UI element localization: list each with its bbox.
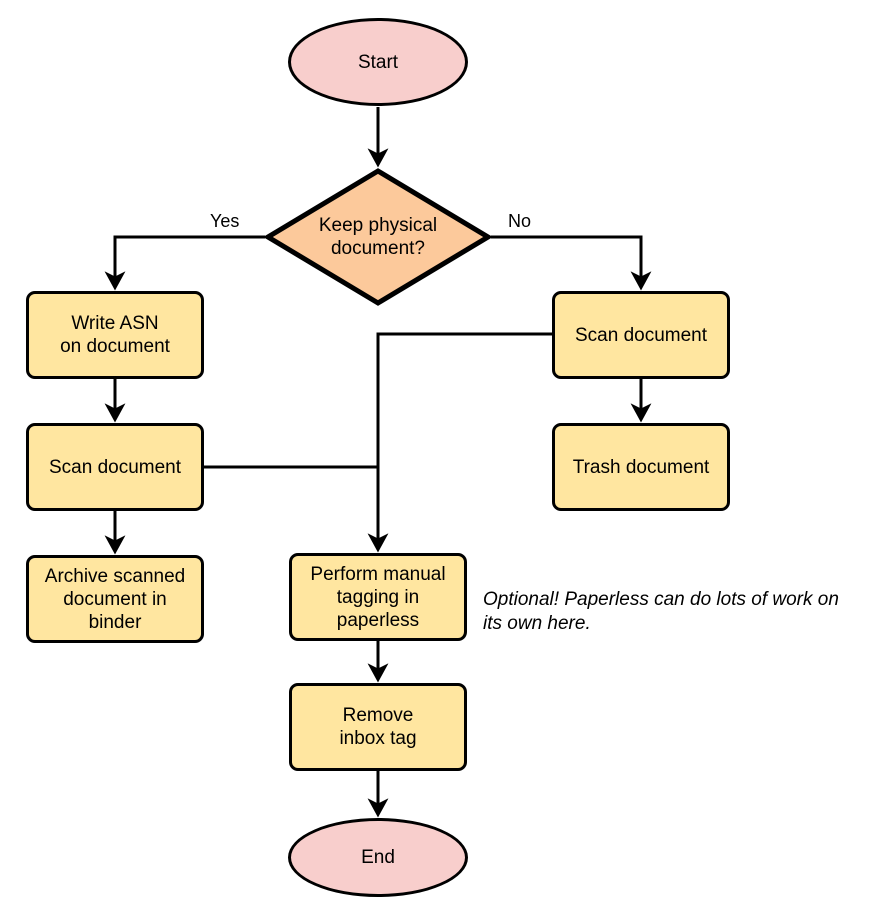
node-archive-line3: binder: [88, 611, 142, 633]
node-keep-physical-document-label: Keep physical document?: [319, 214, 437, 260]
diamond-shape: [265, 168, 491, 306]
optional-note-line2: its own here.: [483, 613, 591, 634]
node-archive-scanned-document-in-binder-label: Archive scanned document in binder: [45, 565, 185, 634]
node-write-asn-on-document-label: Write ASN on document: [60, 312, 170, 358]
node-scan-document-left[interactable]: Scan document: [26, 423, 204, 511]
node-perform-manual-tagging-label: Perform manual tagging in paperless: [310, 563, 445, 632]
node-remove-inbox-tag-line1: Remove: [342, 705, 414, 726]
node-end[interactable]: End: [288, 818, 468, 897]
node-trash-document[interactable]: Trash document: [552, 423, 730, 511]
node-write-asn-on-document-line2: on document: [60, 336, 170, 357]
optional-note: Optional! Paperless can do lots of work …: [483, 588, 883, 636]
edge-decision-no-to-scan-right: [491, 235, 652, 291]
node-end-label: End: [361, 847, 395, 868]
node-remove-inbox-tag-label: Remove inbox tag: [339, 704, 416, 750]
node-perform-manual-tagging-in-paperless[interactable]: Perform manual tagging in paperless: [289, 553, 467, 641]
node-remove-inbox-tag-line2: inbox tag: [339, 728, 417, 749]
node-keep-physical-document-line1: Keep physical: [318, 215, 438, 236]
node-start[interactable]: Start: [288, 18, 468, 106]
node-keep-physical-document[interactable]: Keep physical document?: [265, 168, 491, 306]
edge-label-yes: Yes: [210, 211, 240, 231]
node-write-asn-on-document-line1: Write ASN: [71, 313, 159, 334]
node-archive-line1: Archive scanned: [44, 565, 186, 587]
edge-scan-right-to-tagging: [367, 332, 552, 553]
node-scan-document-right[interactable]: Scan document: [552, 291, 730, 379]
node-scan-document-left-label: Scan document: [48, 456, 182, 478]
optional-note-line1: Optional! Paperless can do lots of work …: [483, 589, 839, 610]
node-scan-document-right-label: Scan document: [574, 324, 708, 346]
edge-decision-yes-to-write-asn: [104, 235, 265, 291]
node-archive-line2: document in: [63, 588, 167, 610]
node-tagging-line3: paperless: [336, 609, 420, 631]
node-remove-inbox-tag[interactable]: Remove inbox tag: [289, 683, 467, 771]
node-archive-scanned-document-in-binder[interactable]: Archive scanned document in binder: [26, 555, 204, 643]
node-keep-physical-document-line2: document?: [330, 238, 425, 259]
node-tagging-line2: tagging in: [336, 586, 420, 608]
node-start-label: Start: [357, 51, 399, 73]
edge-label-no: No: [508, 211, 532, 231]
node-trash-document-label: Trash document: [572, 456, 710, 478]
node-write-asn-on-document[interactable]: Write ASN on document: [26, 291, 204, 379]
node-tagging-line1: Perform manual: [310, 563, 446, 585]
